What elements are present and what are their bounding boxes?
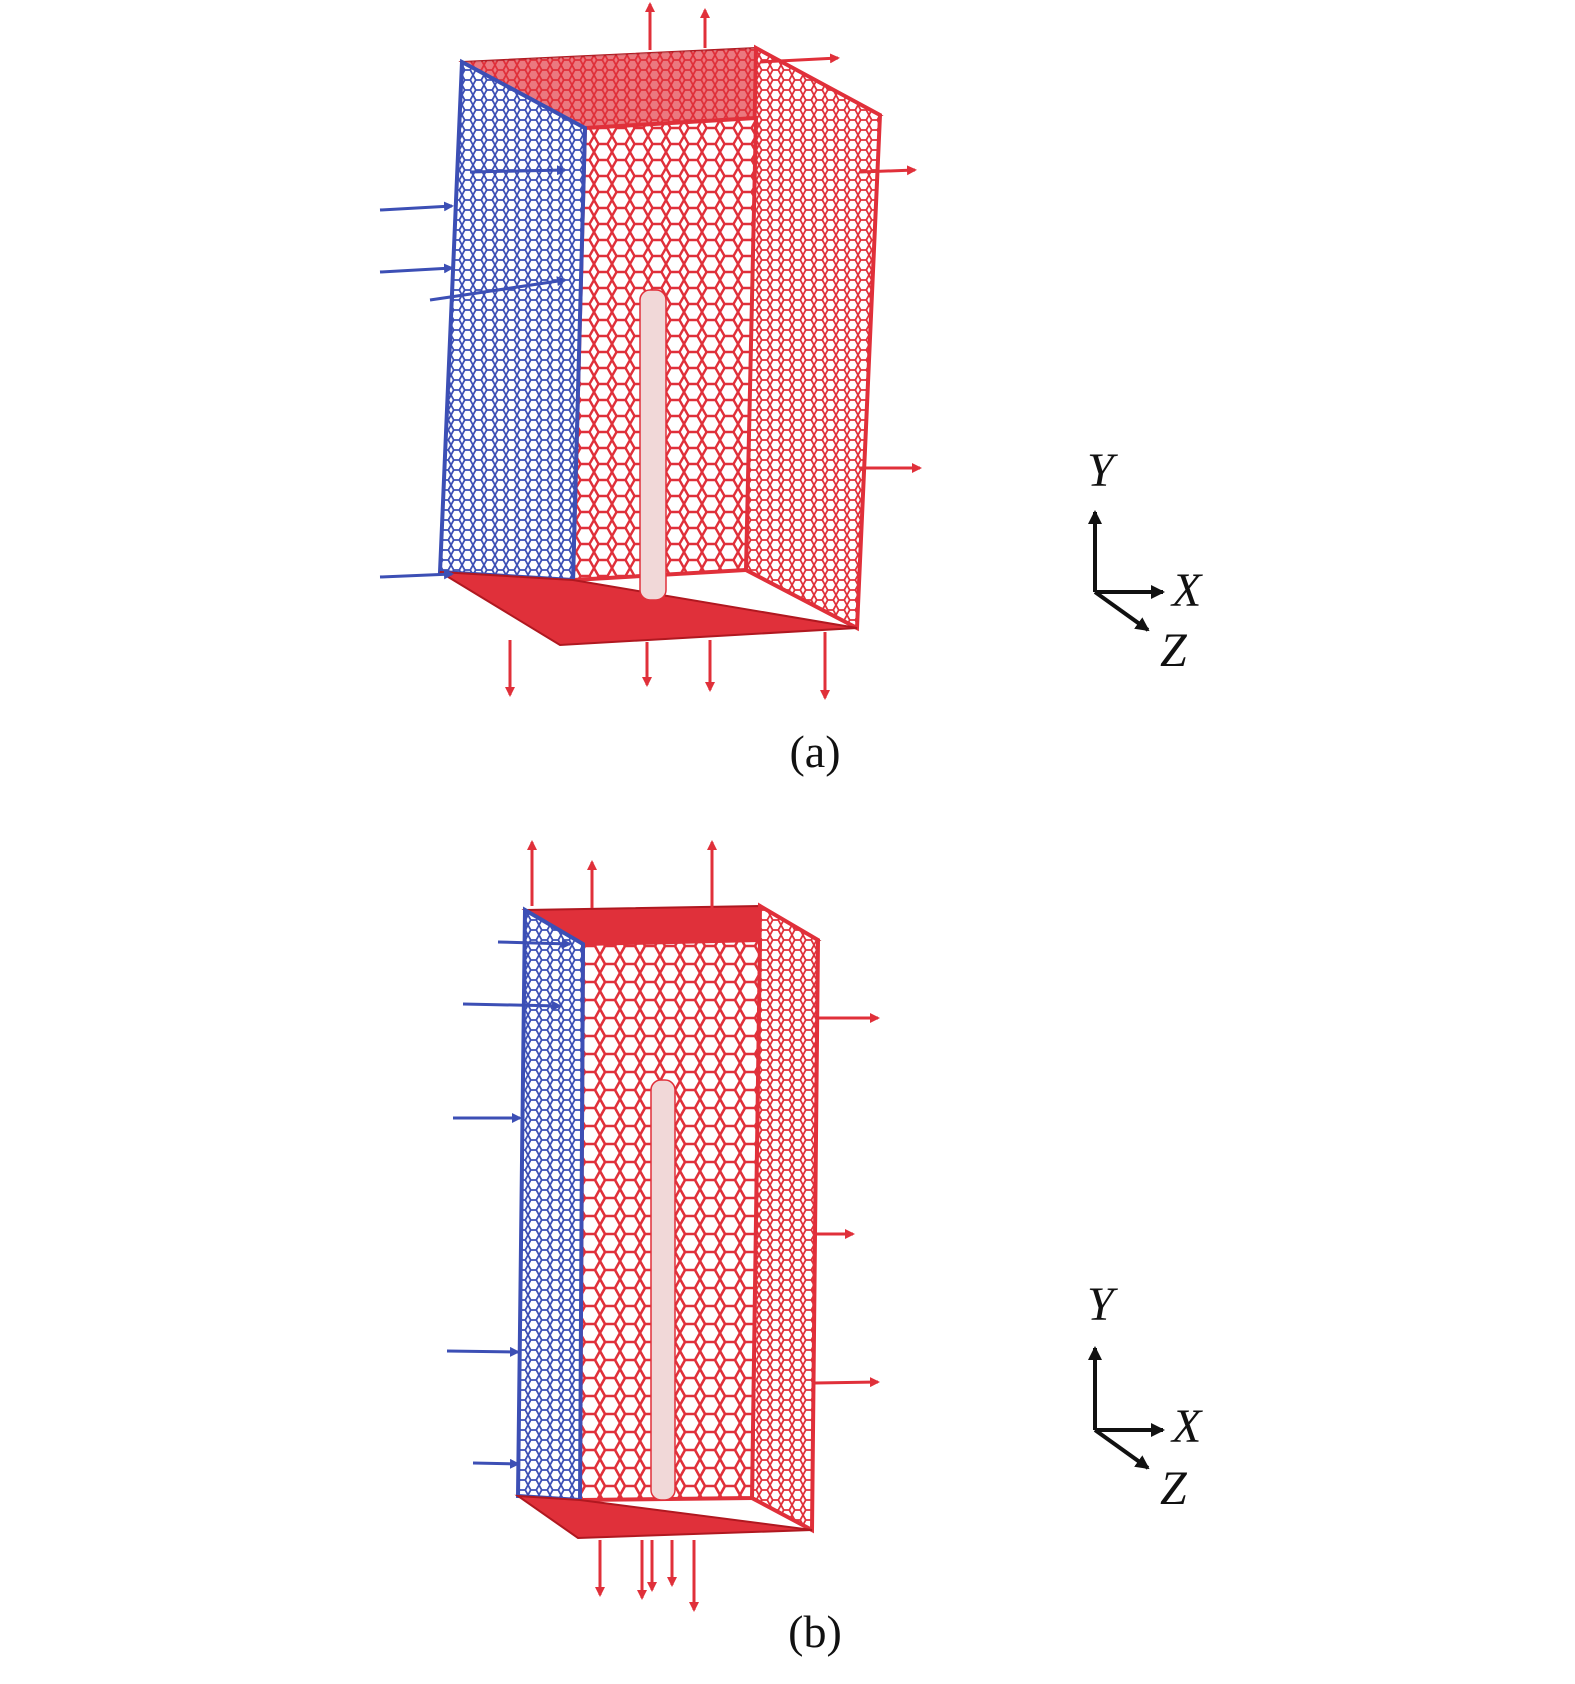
central-insert xyxy=(639,289,667,601)
left-face-b xyxy=(515,906,586,1503)
axis-label-y-b: Y xyxy=(1087,1278,1118,1331)
right-face-b xyxy=(749,902,821,1534)
central-insert-b xyxy=(650,1079,676,1501)
panel-a: Y X Z (a) xyxy=(0,0,1575,790)
coordinate-axes-b: Y X Z xyxy=(1087,1278,1203,1515)
axis-label-y: Y xyxy=(1087,444,1118,497)
mesh-model-a: Y X Z xyxy=(379,2,1203,700)
right-face xyxy=(743,44,883,632)
bottom-face xyxy=(439,571,858,647)
axis-label-z-b: Z xyxy=(1160,1462,1188,1515)
caption-b: (b) xyxy=(788,1606,842,1657)
axis-label-z: Z xyxy=(1160,624,1188,677)
axis-label-x: X xyxy=(1170,564,1203,617)
left-face xyxy=(437,58,588,583)
panel-b: Y X Z (b) xyxy=(0,820,1575,1679)
coordinate-axes-a: Y X Z xyxy=(1087,444,1203,677)
axis-label-x-b: X xyxy=(1170,1400,1203,1453)
force-arrows xyxy=(379,2,922,700)
force-arrows-b xyxy=(446,840,880,1612)
caption-a: (a) xyxy=(789,726,841,777)
mesh-model-b: Y X Z xyxy=(446,840,1203,1612)
bottom-face-b xyxy=(514,1494,813,1540)
